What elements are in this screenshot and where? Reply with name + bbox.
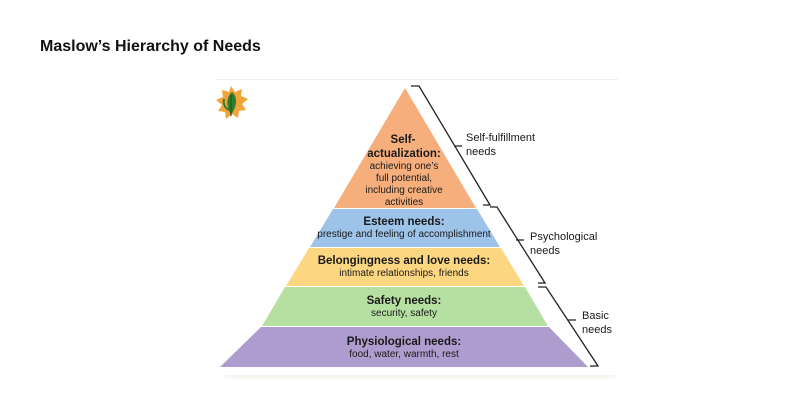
page-title: Maslow’s Hierarchy of Needs — [40, 38, 261, 55]
tier-safety — [262, 287, 548, 326]
label-basic-2: needs — [582, 324, 612, 336]
leaf-seal-icon — [216, 86, 248, 119]
self-actualization-desc-2: full potential, — [376, 173, 432, 184]
label-basic-1: Basic — [582, 310, 609, 322]
bracket-self-fulfillment — [411, 85, 492, 206]
safety-title: Safety needs: — [367, 295, 442, 307]
bracket-basic — [538, 286, 600, 367]
physiological-desc: food, water, warmth, rest — [349, 349, 459, 360]
physiological-title: Physiological needs: — [347, 336, 461, 348]
label-psychological-1: Psychological — [530, 231, 597, 243]
tier-esteem — [310, 209, 500, 247]
belongingness-title: Belongingness and love needs: — [318, 255, 491, 267]
self-actualization-desc-4: activities — [385, 197, 423, 208]
esteem-title: Esteem needs: — [363, 216, 444, 228]
self-actualization-title-1: Self- — [391, 134, 416, 146]
self-actualization-title-2: actualization: — [367, 148, 440, 160]
tier-self-actualization — [334, 88, 476, 208]
self-actualization-desc-3: including creative — [365, 185, 443, 196]
label-self-fulfillment-1: Self-fulfillment — [466, 132, 535, 144]
self-actualization-desc-1: achieving one’s — [370, 161, 439, 172]
tier-physiological — [220, 327, 588, 367]
title-divider — [215, 79, 618, 80]
label-self-fulfillment-2: needs — [466, 146, 496, 158]
bracket-psychological — [490, 206, 547, 284]
esteem-desc: prestige and feeling of accomplishment — [317, 229, 491, 240]
belongingness-desc: intimate relationships, friends — [339, 268, 469, 279]
safety-desc: security, safety — [371, 308, 437, 319]
tier-belongingness — [286, 248, 524, 286]
label-psychological-2: needs — [530, 245, 560, 257]
bottom-shadow — [225, 375, 615, 379]
